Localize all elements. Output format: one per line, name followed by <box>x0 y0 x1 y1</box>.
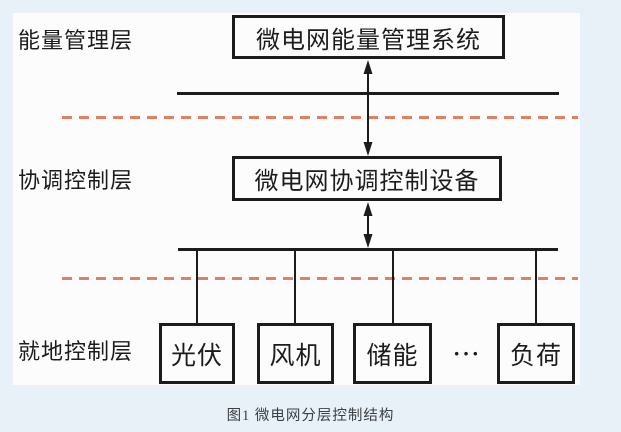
box-pv: 光伏 <box>159 323 235 384</box>
ellipsis-more-units: ··· <box>452 340 481 366</box>
connector-pv <box>196 250 198 323</box>
double-arrow-upper-icon <box>361 60 375 156</box>
bus-line-lower <box>178 248 558 251</box>
connector-load <box>535 250 537 323</box>
dashed-separator-lower <box>62 277 578 280</box>
connector-wind <box>294 250 296 323</box>
figure-caption: 图1 微电网分层控制结构 <box>226 408 395 424</box>
layer-label-coordination-control: 协调控制层 <box>18 168 134 193</box>
dashed-separator-upper <box>62 116 578 119</box>
layer-label-energy-management: 能量管理层 <box>18 28 134 53</box>
box-load: 负荷 <box>497 323 575 384</box>
box-coordination-control-device: 微电网协调控制设备 <box>232 156 502 201</box>
box-energy-management-system: 微电网能量管理系统 <box>232 15 505 59</box>
layer-label-local-control: 就地控制层 <box>18 339 134 364</box>
box-wind-turbine: 风机 <box>257 323 334 384</box>
box-energy-storage: 储能 <box>353 323 432 384</box>
double-arrow-lower-icon <box>361 202 375 248</box>
connector-storage <box>392 250 394 323</box>
